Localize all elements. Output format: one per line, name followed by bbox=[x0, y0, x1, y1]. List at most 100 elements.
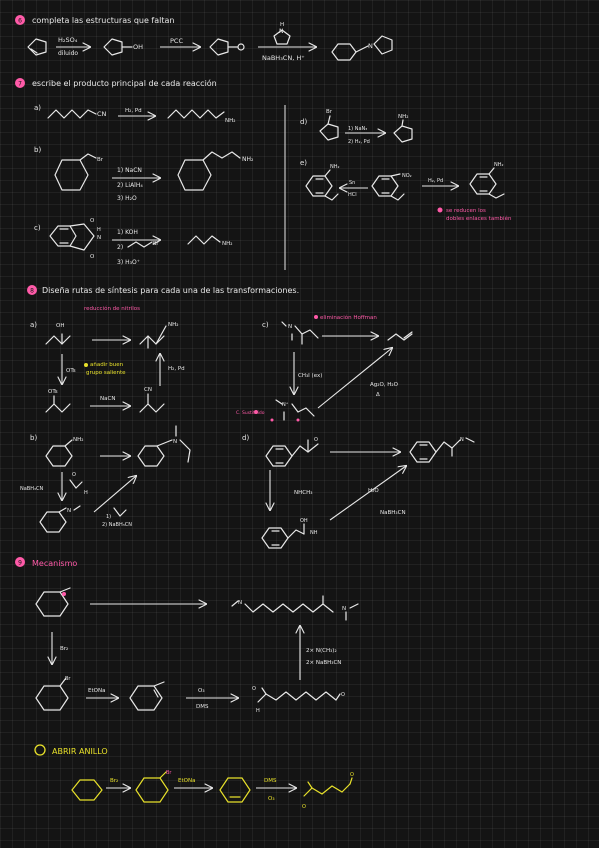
reagent-8a-right: H₂, Pd bbox=[168, 366, 185, 372]
product-7a-nh2: NH₂ bbox=[225, 118, 235, 124]
cyclohexylamine bbox=[45, 445, 73, 467]
nh2-8a: NH₂ bbox=[168, 322, 178, 328]
nh-8d: NH bbox=[310, 530, 318, 536]
reagent-nabh3cn: NaBH₃CN, H⁺ bbox=[262, 54, 305, 62]
product-8b-ring bbox=[137, 445, 165, 467]
reagent-9-br2: Br₂ bbox=[60, 646, 68, 652]
section-8-title: Diseña rutas de síntesis para cada una d… bbox=[42, 286, 299, 295]
reagent-9-up-1: 2× N(CH₃)₂ bbox=[306, 648, 337, 654]
note-8c-left: C. Sustituido bbox=[236, 410, 265, 416]
cyclopentanone bbox=[209, 38, 229, 56]
br-7d: Br bbox=[326, 109, 333, 115]
part-8c-label: c) bbox=[262, 321, 269, 329]
amine-8c bbox=[294, 325, 319, 339]
product-7a-chain bbox=[167, 109, 225, 119]
h-9: H bbox=[256, 708, 260, 714]
ots-8a: OTs bbox=[48, 389, 58, 395]
h-8b: H bbox=[84, 490, 88, 496]
abrir-cyclohexane bbox=[71, 779, 103, 801]
cn-label-7a: CN bbox=[97, 110, 107, 118]
abrir-o-right: O bbox=[350, 772, 354, 778]
section-9-title: Mecanismo bbox=[32, 559, 77, 568]
section-6-badge bbox=[15, 15, 25, 25]
step-7b-1: 1) NaCN bbox=[117, 167, 142, 174]
section-8-badge-number: 8 bbox=[30, 288, 34, 295]
reagent-8c-diag-2: Δ bbox=[376, 392, 380, 398]
n-8d: N bbox=[460, 437, 464, 443]
product-n: N bbox=[368, 42, 373, 50]
part-8d-label: d) bbox=[242, 434, 249, 442]
reagent-nacn: NaCN bbox=[100, 396, 115, 402]
part-7c-label: c) bbox=[34, 224, 41, 232]
o-right-9: O bbox=[341, 692, 345, 698]
oh-label: OH bbox=[133, 43, 143, 51]
oh-8d: OH bbox=[300, 518, 308, 524]
reagent-8d-nhch3: NHCH₃ bbox=[294, 490, 312, 496]
product-ring bbox=[331, 43, 357, 61]
diamine-chain bbox=[244, 603, 334, 613]
section-9-badge-number: 9 bbox=[18, 560, 22, 567]
phthalimide-n: N bbox=[97, 235, 101, 241]
note-8a-top: reducción de nitrilos bbox=[84, 305, 140, 312]
abrir-br: Br bbox=[166, 770, 172, 776]
abrir-dms: DMS bbox=[264, 778, 277, 784]
note-8c-top: eliminación Hoffman bbox=[320, 314, 377, 321]
abrir-cyclohexene bbox=[219, 777, 251, 803]
step-7c-2: 2) bbox=[117, 244, 123, 251]
reagent-7a: H₂, Pd bbox=[125, 108, 142, 114]
cyclohexane-7b-product bbox=[177, 159, 212, 191]
step-7c-1: 1) KOH bbox=[117, 229, 138, 236]
abrir-o-left: O bbox=[302, 804, 306, 810]
step-7b-2: 2) LiAlH₄ bbox=[117, 182, 143, 189]
section-9-badge bbox=[15, 557, 25, 567]
reagent-hcl: HCl bbox=[348, 192, 357, 198]
pyrrolidine-n: N bbox=[279, 28, 284, 35]
amine-8a bbox=[139, 335, 165, 345]
step-7b-3: 3) H₂O bbox=[117, 195, 137, 202]
nplus-8c: N⁺ bbox=[282, 402, 289, 408]
reagent-9-dms: DMS bbox=[196, 704, 209, 710]
product-pyrrolidine bbox=[373, 35, 393, 55]
product-7e-nh2: NH₂ bbox=[494, 162, 504, 168]
nh2-8b: NH₂ bbox=[73, 437, 83, 443]
reagent-7e-2: H₂, Pd bbox=[428, 178, 443, 184]
abrir-title: ABRIR ANILLO bbox=[52, 747, 108, 756]
phthalimide-h: H bbox=[97, 227, 101, 233]
product-7e-ring bbox=[469, 173, 497, 195]
nh2-7e: NH₂ bbox=[330, 164, 340, 170]
section-7-title: escribe el producto principal de cada re… bbox=[32, 78, 217, 88]
step-7d-1: 1) NaN₃ bbox=[348, 126, 367, 132]
reagent-8b-nabh3cn: NaBH₃CN bbox=[20, 486, 43, 492]
note-8a-1: añadir buen bbox=[90, 362, 124, 368]
step-7c-3: 3) H₃O⁺ bbox=[117, 259, 140, 266]
part-7a-label: a) bbox=[34, 104, 41, 112]
part-7d-label: d) bbox=[300, 118, 307, 126]
phthalimide-o2: O bbox=[90, 254, 95, 260]
product-7d-nh2: NH₂ bbox=[398, 114, 408, 120]
phthalimide-ring bbox=[69, 223, 95, 251]
o-8d: O bbox=[314, 437, 318, 443]
alkene-9 bbox=[129, 685, 163, 711]
alkyl-nitrile bbox=[47, 109, 97, 119]
section-7-badge bbox=[15, 78, 25, 88]
product-7b-nh2: NH₂ bbox=[242, 156, 254, 163]
n-right-9: N bbox=[342, 606, 346, 612]
n-left-9: N bbox=[238, 600, 242, 606]
br-9: Br bbox=[65, 676, 71, 682]
imine-8b-ring bbox=[39, 511, 67, 533]
arrow-8b-diag bbox=[93, 476, 136, 513]
reagent-9-o3: O₃ bbox=[198, 688, 205, 694]
section-9: 9 Mecanismo N N Br₂ Br EtONa O₃ DMS O H … bbox=[15, 557, 359, 714]
part-8a-label: a) bbox=[30, 321, 37, 329]
cyclopentene bbox=[27, 38, 47, 56]
reagent-sn: Sn bbox=[349, 180, 355, 186]
no2-7e: NO₂ bbox=[402, 173, 412, 179]
cyclopentanol bbox=[103, 38, 123, 56]
abrir-o3: O₃ bbox=[268, 796, 275, 802]
n-8c: N bbox=[288, 324, 292, 330]
reagent-h2so4: H₂SO₄ bbox=[58, 36, 78, 44]
reagent-pcc: PCC bbox=[170, 37, 183, 45]
section-6-badge-number: 6 bbox=[18, 18, 22, 25]
abrir-br2: Br₂ bbox=[110, 778, 118, 784]
